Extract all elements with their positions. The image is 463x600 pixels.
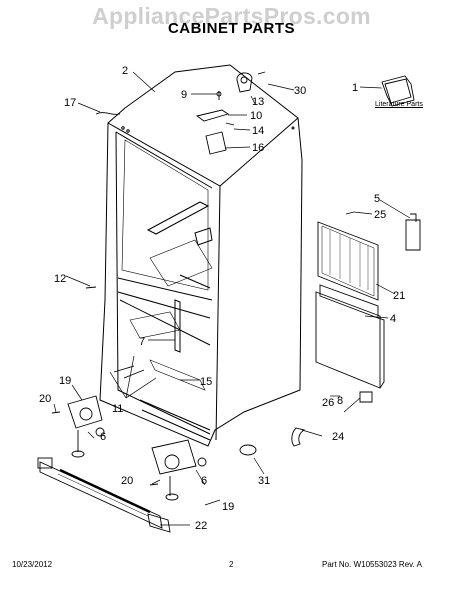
callout-20b: 20 [121, 475, 133, 487]
callout-7: 7 [139, 336, 145, 348]
callout-4: 4 [390, 313, 396, 325]
callout-22: 22 [195, 520, 207, 532]
callout-9: 9 [181, 89, 187, 101]
callout-25: 25 [374, 209, 386, 221]
callout-13: 13 [252, 96, 264, 108]
callout-21: 21 [393, 290, 405, 302]
watermark: AppliancePartsPros.com [92, 3, 371, 29]
callout-15: 15 [200, 376, 212, 388]
callout-31: 31 [258, 475, 270, 487]
callout-2: 2 [122, 65, 128, 77]
callout-6b: 6 [201, 475, 207, 487]
callout-26: 26 [322, 397, 334, 409]
footer-page: 2 [229, 560, 234, 569]
callout-20a: 20 [39, 393, 51, 405]
top-hinge [195, 71, 266, 155]
misc-parts [85, 112, 306, 456]
callout-5: 5 [374, 193, 380, 205]
callout-24: 24 [332, 431, 344, 443]
callout-10: 10 [250, 110, 262, 122]
literature-booklet [381, 75, 415, 107]
base-grille [37, 457, 171, 533]
callout-14: 14 [252, 125, 264, 137]
callout-1: 1 [352, 82, 358, 94]
callout-30: 30 [294, 85, 306, 97]
leader-lines [53, 71, 411, 526]
cabinet [99, 64, 303, 447]
callout-8: 8 [337, 395, 343, 407]
callout-19a: 19 [59, 375, 71, 387]
callout-16: 16 [252, 142, 264, 154]
callout-17: 17 [64, 97, 76, 109]
footer-part-number: Part No. W10553023 Rev. A [322, 560, 422, 569]
leveler-right [149, 439, 207, 501]
callout-12: 12 [54, 273, 66, 285]
callout-19b: 19 [222, 501, 234, 513]
callout-11: 11 [112, 403, 123, 415]
footer-date: 10/23/2012 [12, 560, 53, 569]
callout-6a: 6 [100, 431, 106, 443]
page-title: CABINET PARTS [167, 20, 296, 37]
callout-labels: 1 2 4 5 6 6 7 8 9 10 11 12 13 14 15 16 1… [39, 65, 405, 532]
leveler-left [51, 395, 105, 458]
rear-access-cover [315, 211, 421, 403]
